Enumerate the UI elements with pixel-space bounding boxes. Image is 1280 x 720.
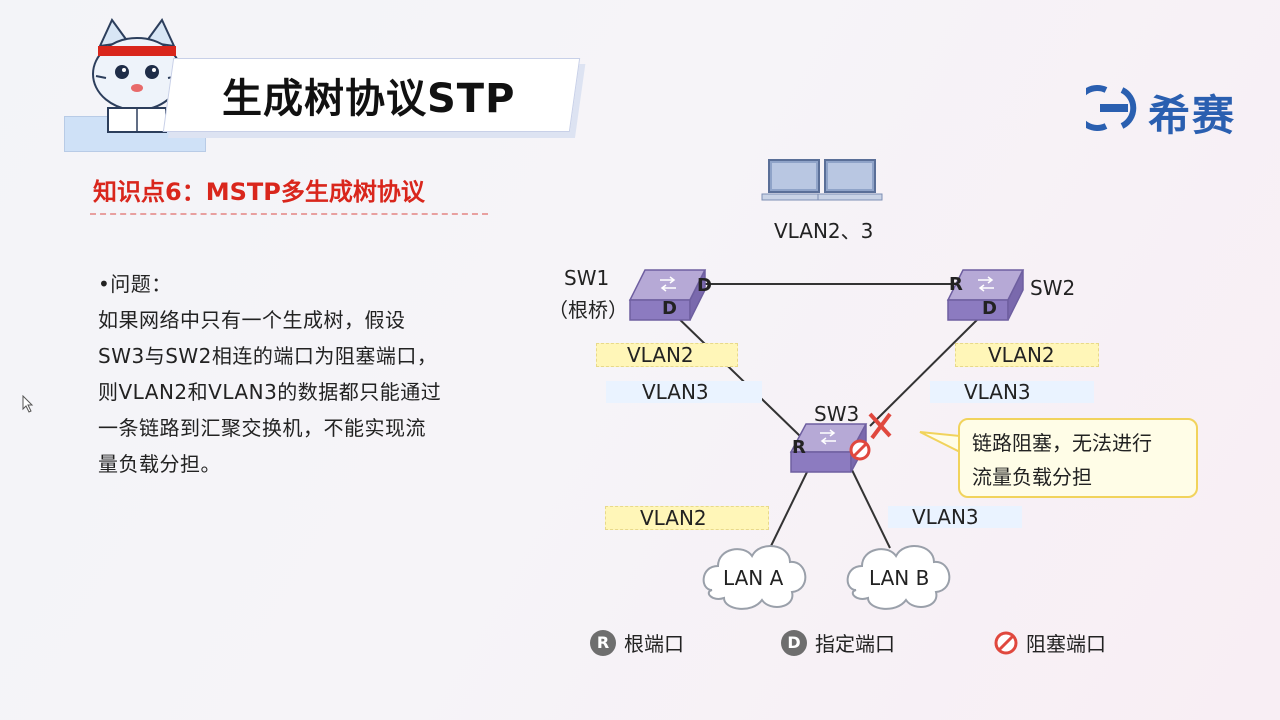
body-line: SW3与SW2相连的端口为阻塞端口， xyxy=(98,344,438,368)
switch-sw1-icon xyxy=(628,269,707,321)
sw3-port-r: R xyxy=(792,437,806,458)
sw3-label: SW3 xyxy=(814,402,860,426)
lan-b-cloud-icon xyxy=(846,544,951,610)
sw1-port-d-bottom: D xyxy=(662,298,677,319)
pc-icon xyxy=(761,159,827,201)
legend-blocked-icon xyxy=(994,631,1018,655)
callout-pointer xyxy=(919,431,961,454)
logo-text: 希赛 xyxy=(1148,91,1237,140)
sw2-port-d: D xyxy=(982,298,997,319)
vlan2-label-sw2-sw3: VLAN2 xyxy=(955,343,1099,367)
link-sw2-sw3 xyxy=(869,311,986,427)
vlan3-label-sw1-sw3: VLAN3 xyxy=(606,381,762,403)
root-port-icon: R xyxy=(590,629,616,656)
legend-root-label: 根端口 xyxy=(624,632,684,656)
vlan2-label-lan-a: VLAN2 xyxy=(605,506,769,530)
pc-icon xyxy=(817,159,883,201)
vlan2-label-sw1-sw3: VLAN2 xyxy=(596,343,738,367)
switch-sw3-icon xyxy=(789,423,868,473)
sw1-role-label: （根桥） xyxy=(548,298,628,322)
legend-designated-label: 指定端口 xyxy=(815,632,895,656)
legend-blocked-port: 阻塞端口 xyxy=(1026,628,1106,657)
vlan3-label-sw2-sw3: VLAN3 xyxy=(930,381,1094,403)
blocked-link-callout: 链路阻塞，无法进行 流量负载分担 xyxy=(958,418,1198,498)
lan-a-cloud-icon xyxy=(702,544,807,610)
legend-designated-port: D 指定端口 xyxy=(781,628,895,657)
blocked-port-icon xyxy=(849,439,871,461)
sw1-label: SW1 xyxy=(564,266,610,290)
designated-port-icon: D xyxy=(781,629,807,656)
section-subtitle: 知识点6：MSTP多生成树协议 xyxy=(93,178,425,206)
callout-line: 链路阻塞，无法进行 xyxy=(972,431,1152,455)
body-text: •问题： 如果网络中只有一个生成树，假设 SW3与SW2相连的端口为阻塞端口， … xyxy=(98,266,508,482)
callout-line: 流量负载分担 xyxy=(972,465,1092,489)
body-line: 量负载分担。 xyxy=(98,452,221,476)
blocked-link-x-icon xyxy=(868,412,892,440)
switch-sw2-icon xyxy=(946,269,1025,321)
xisai-logo-icon xyxy=(1086,85,1137,131)
vlan3-label-lan-b: VLAN3 xyxy=(888,506,1022,528)
body-line: 则VLAN2和VLAN3的数据都只能通过 xyxy=(98,380,442,404)
body-line: 一条链路到汇聚交换机，不能实现流 xyxy=(98,416,426,440)
link-sw3-lan-a xyxy=(769,469,809,549)
lan-b-label: LAN B xyxy=(869,566,930,590)
body-line: 如果网络中只有一个生成树，假设 xyxy=(98,308,406,332)
subtitle-underline xyxy=(90,213,488,215)
body-line: •问题： xyxy=(98,272,172,296)
link-sw3-lan-b xyxy=(851,469,891,549)
cat-mascot-icon xyxy=(92,18,182,133)
sw2-label: SW2 xyxy=(1030,276,1076,300)
legend-root-port: R 根端口 xyxy=(590,628,684,657)
sw1-port-d-right: D xyxy=(697,275,712,296)
legend-blocked-label: 阻塞端口 xyxy=(1026,632,1106,656)
link-sw1-sw3 xyxy=(671,311,801,437)
pc-vlan-label: VLAN2、3 xyxy=(774,219,874,243)
mouse-cursor-icon xyxy=(22,395,34,413)
sw2-port-r: R xyxy=(949,274,963,295)
lan-a-label: LAN A xyxy=(723,566,784,590)
page-title: 生成树协议STP xyxy=(222,76,516,122)
